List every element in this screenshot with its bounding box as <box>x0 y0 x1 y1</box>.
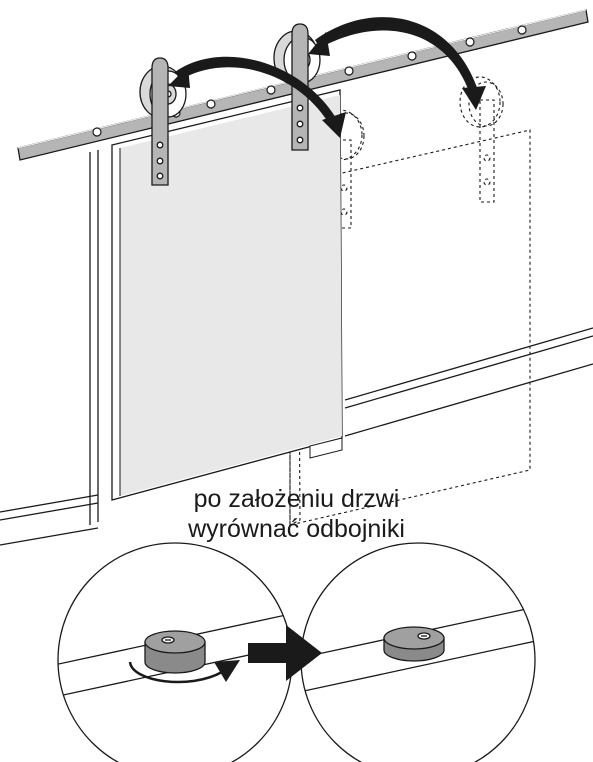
rotate-arrow-icon <box>128 660 240 684</box>
rail-screw <box>517 25 527 35</box>
rail-screw <box>344 66 354 76</box>
rail-screw <box>206 99 216 109</box>
rail-screw <box>266 85 276 95</box>
motion-arrow-2 <box>308 17 486 110</box>
rail-screw <box>92 127 102 137</box>
bumper-unaligned <box>144 630 206 674</box>
detail-circle-after <box>300 542 536 762</box>
detail-circle-before <box>57 542 293 762</box>
rail-screw <box>407 51 417 61</box>
rail-screw <box>465 37 475 47</box>
instruction-line-1: po założeniu drzwi <box>193 485 400 513</box>
door-panel <box>111 89 343 501</box>
motion-arrow-1 <box>168 56 346 138</box>
instruction-line-2: wyrównać odbojniki <box>188 515 405 543</box>
wall-lines <box>0 150 593 546</box>
transition-arrow-icon <box>248 625 322 681</box>
bumper-aligned <box>383 626 445 662</box>
